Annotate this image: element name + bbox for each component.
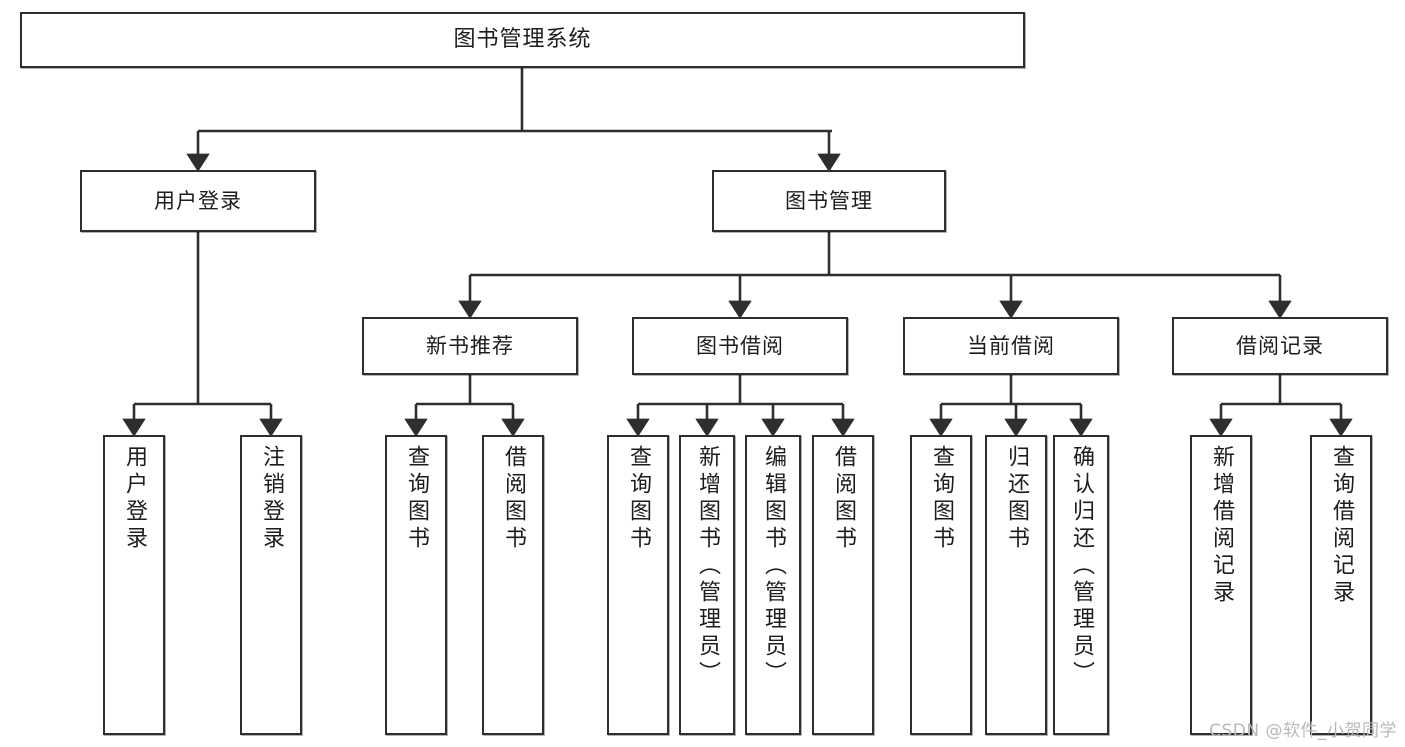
leaf-query-book-current[interactable]: 查询图书 bbox=[910, 435, 972, 735]
leaf-query-book-recommend[interactable]: 查询图书 bbox=[385, 435, 447, 735]
csdn-watermark: CSDN @软件_小贺同学 bbox=[1209, 721, 1397, 741]
node-root-system[interactable]: 图书管理系统 bbox=[20, 12, 1025, 68]
node-label: 新书推荐 bbox=[426, 333, 514, 358]
node-label: 用户登录 bbox=[122, 445, 147, 553]
node-user-login[interactable]: 用户登录 bbox=[80, 170, 316, 232]
leaf-query-borrow-record[interactable]: 查询借阅记录 bbox=[1310, 435, 1372, 735]
leaf-add-book-admin[interactable]: 新增图书（管理员） bbox=[679, 435, 735, 735]
node-label: 图书管理 bbox=[785, 188, 873, 213]
node-label: 查询借阅记录 bbox=[1329, 445, 1354, 607]
node-borrow-record[interactable]: 借阅记录 bbox=[1172, 317, 1388, 375]
node-label: 确认归还（管理员） bbox=[1069, 445, 1094, 688]
node-label: 查询图书 bbox=[929, 445, 954, 553]
node-current-borrow[interactable]: 当前借阅 bbox=[903, 317, 1119, 375]
node-label: 归还图书 bbox=[1004, 445, 1029, 553]
node-label: 借阅图书 bbox=[501, 445, 526, 553]
leaf-borrow-book[interactable]: 借阅图书 bbox=[812, 435, 874, 735]
leaf-user-logout[interactable]: 注销登录 bbox=[240, 435, 302, 735]
leaf-return-book[interactable]: 归还图书 bbox=[985, 435, 1047, 735]
node-label: 图书管理系统 bbox=[453, 27, 592, 53]
leaf-add-borrow-record[interactable]: 新增借阅记录 bbox=[1190, 435, 1252, 735]
node-label: 注销登录 bbox=[259, 445, 284, 553]
node-label: 查询图书 bbox=[404, 445, 429, 553]
node-label: 用户登录 bbox=[154, 188, 242, 213]
node-book-borrow[interactable]: 图书借阅 bbox=[632, 317, 848, 375]
node-label: 当前借阅 bbox=[967, 333, 1055, 358]
leaf-user-login[interactable]: 用户登录 bbox=[103, 435, 165, 735]
node-label: 查询图书 bbox=[626, 445, 651, 553]
node-book-management[interactable]: 图书管理 bbox=[712, 170, 946, 232]
node-new-book-recommend[interactable]: 新书推荐 bbox=[362, 317, 578, 375]
node-label: 新增图书（管理员） bbox=[695, 445, 720, 688]
node-label: 图书借阅 bbox=[696, 333, 784, 358]
leaf-edit-book-admin[interactable]: 编辑图书（管理员） bbox=[745, 435, 801, 735]
node-label: 新增借阅记录 bbox=[1209, 445, 1234, 607]
leaf-confirm-return-admin[interactable]: 确认归还（管理员） bbox=[1053, 435, 1109, 735]
leaf-borrow-book-recommend[interactable]: 借阅图书 bbox=[482, 435, 544, 735]
node-label: 编辑图书（管理员） bbox=[761, 445, 786, 688]
leaf-query-book-borrow[interactable]: 查询图书 bbox=[607, 435, 669, 735]
node-label: 借阅图书 bbox=[831, 445, 856, 553]
node-label: 借阅记录 bbox=[1236, 333, 1324, 358]
